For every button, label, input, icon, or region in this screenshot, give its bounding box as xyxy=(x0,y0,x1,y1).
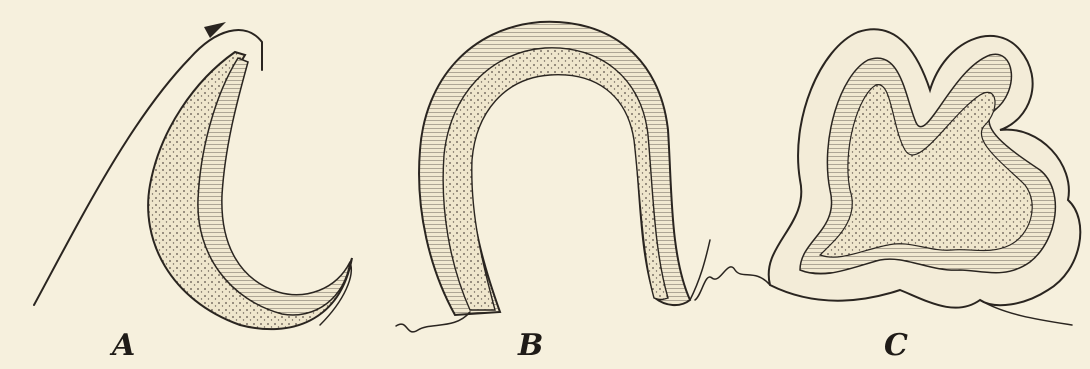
folded-tail-c xyxy=(695,267,770,300)
figure-a xyxy=(34,22,352,329)
figure-b xyxy=(396,22,710,332)
panel-label-b: B xyxy=(518,331,543,361)
figure-c xyxy=(695,29,1080,325)
arrow-head-a xyxy=(204,22,226,38)
panel-label-c: C xyxy=(884,331,908,361)
panel-label-a: A xyxy=(112,331,135,361)
